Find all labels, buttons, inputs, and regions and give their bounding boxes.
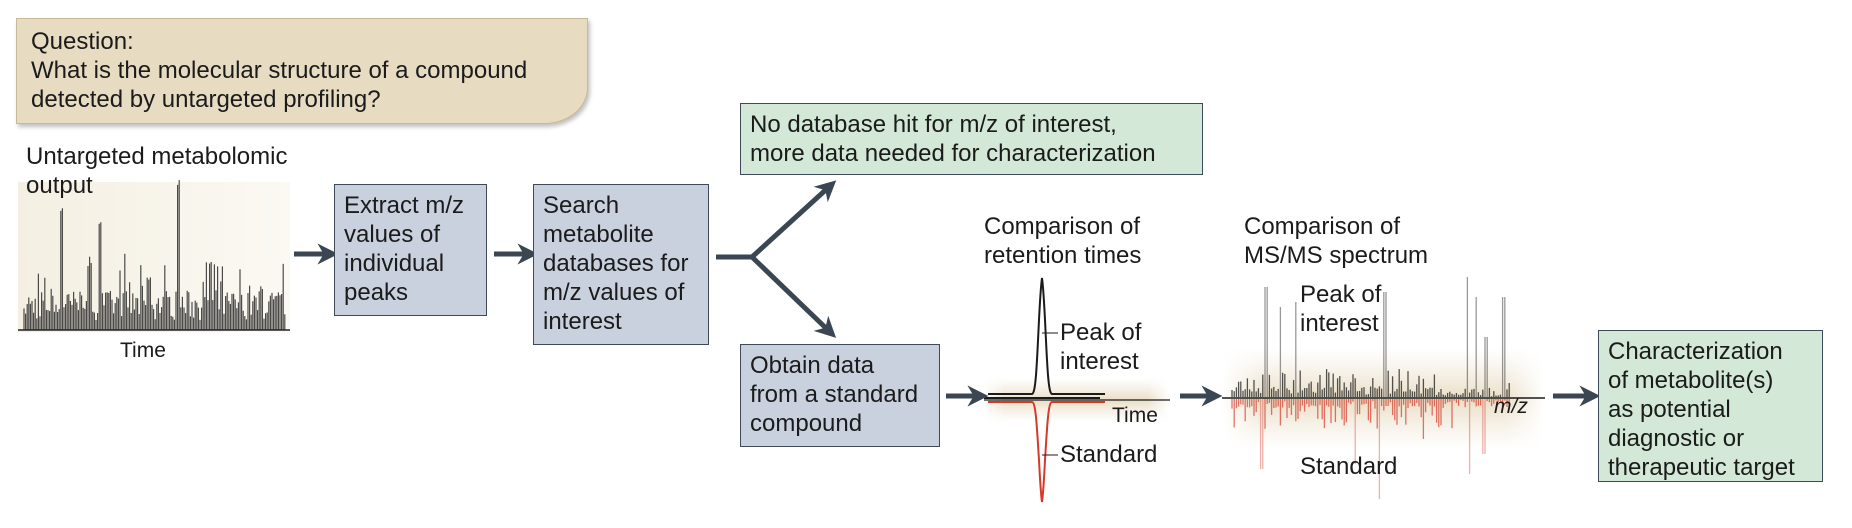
msms-title: Comparison of MS/MS spectrum: [1244, 213, 1429, 269]
question-note: Question: What is the molecular structur…: [16, 18, 588, 124]
search-box: Search metabolite databases for m/z valu…: [533, 184, 709, 345]
question-line-1: What is the molecular structure of a com…: [31, 57, 528, 84]
msms-standard-bars: [1231, 399, 1510, 499]
output-time-label: Time: [120, 339, 166, 362]
extract-box: Extract m/z values of individual peaks: [334, 184, 487, 316]
standard-box: Obtain data from a standard compound: [740, 344, 940, 447]
retention-peak-label: Peak of interest: [1060, 319, 1142, 375]
msms-axis-label: m/z: [1494, 395, 1528, 418]
retention-title: Comparison of retention times: [984, 213, 1142, 269]
chromatogram-plot: [18, 180, 290, 332]
msms-standard-label: Standard: [1300, 453, 1398, 480]
msms-plot: [1222, 277, 1545, 499]
standard-trace: [988, 401, 1105, 503]
chromatogram-peaks: [23, 180, 286, 330]
question-heading: Question:: [31, 28, 134, 55]
msms-peak-label: Peak of interest: [1300, 281, 1382, 337]
question-line-2: detected by untargeted profiling?: [31, 86, 381, 113]
arrow-to-standard: [750, 255, 837, 338]
no-hit-box: No database hit for m/z of interest, mor…: [740, 103, 1203, 175]
msms-peak-of-interest-bars: [1231, 277, 1510, 397]
peak-of-interest-trace: [988, 277, 1105, 395]
flow-arrows: [294, 180, 1601, 407]
arrow-to-no-hit: [750, 180, 837, 259]
characterization-box: Characterization of metabolite(s) as pot…: [1598, 330, 1823, 482]
output-title: Untargeted metabolomic output: [26, 143, 288, 199]
retention-axis-label: Time: [1112, 404, 1158, 427]
retention-plot: [982, 277, 1170, 503]
retention-standard-label: Standard: [1060, 441, 1158, 468]
